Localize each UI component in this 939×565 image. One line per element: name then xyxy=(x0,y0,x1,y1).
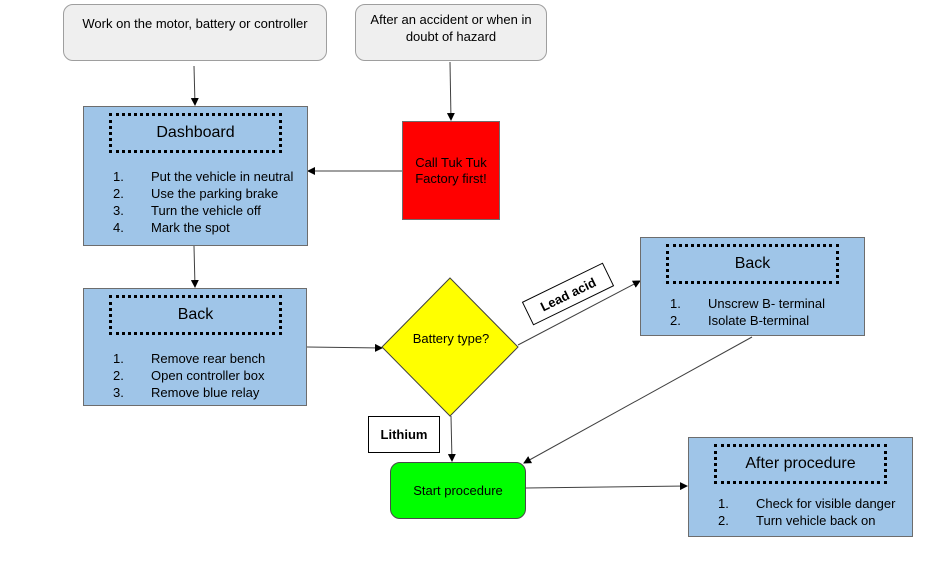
list-item: 3. Turn the vehicle off xyxy=(113,202,303,219)
list-item-number: 2. xyxy=(113,368,124,383)
arrow-decision-to-start xyxy=(447,415,456,462)
start-procedure-text: Start procedure xyxy=(413,483,503,498)
arrow-decision-to-back-right xyxy=(517,280,641,346)
list-item-text: Open controller box xyxy=(151,368,265,383)
list-item-number: 2. xyxy=(113,186,124,201)
start-box-work-text: Work on the motor, battery or controller xyxy=(82,16,308,31)
list-item: 4. Mark the spot xyxy=(113,219,303,236)
list-item-number: 2. xyxy=(718,513,729,528)
arrow-work-to-dashboard xyxy=(190,65,199,106)
list-item-text: Turn vehicle back on xyxy=(756,513,876,528)
back-left-title: Back xyxy=(109,295,282,335)
list-item-text: Remove blue relay xyxy=(151,385,260,400)
back-left-title-text: Back xyxy=(177,306,214,323)
list-item: 2. Use the parking brake xyxy=(113,185,303,202)
list-item: 1. Check for visible danger xyxy=(718,495,913,512)
list-item-number: 1. xyxy=(113,169,124,184)
back-right-box: Back 1. Unscrew B- terminal 2. Isolate B-t… xyxy=(640,237,865,336)
back-right-title-text: Back xyxy=(734,255,771,272)
call-factory-text: Call Tuk Tuk Factory first! xyxy=(415,154,487,186)
list-item-number: 3. xyxy=(113,203,124,218)
after-procedure-title-text: After procedure xyxy=(745,455,856,472)
list-item-text: Turn the vehicle off xyxy=(151,203,261,218)
list-item-number: 2. xyxy=(670,313,681,328)
decision-diamond xyxy=(381,277,519,417)
list-item: 1. Unscrew B- terminal xyxy=(670,295,860,312)
list-item-text: Use the parking brake xyxy=(151,186,279,201)
arrow-back-to-decision xyxy=(306,343,383,352)
list-item-text: Remove rear bench xyxy=(151,351,266,366)
start-procedure-box: Start procedure xyxy=(390,462,526,519)
list-item-text: Isolate B-terminal xyxy=(708,313,810,328)
dashboard-box: Dashboard 1. Put the vehicle in neutral 2… xyxy=(83,106,308,246)
list-item: 3. Remove blue relay xyxy=(113,384,303,401)
list-item-text: Put the vehicle in neutral xyxy=(151,169,294,184)
list-item: 2. Turn vehicle back on xyxy=(718,512,913,529)
after-procedure-title: After procedure xyxy=(714,444,887,484)
list-item-text: Check for visible danger xyxy=(756,496,896,511)
lithium-text: Lithium xyxy=(380,427,428,442)
back-right-title: Back xyxy=(666,244,839,284)
arrow-dashboard-to-back xyxy=(190,245,199,288)
arrow-back-right-to-start xyxy=(523,336,753,464)
list-item-number: 1. xyxy=(113,351,124,366)
decision-label: Battery type? xyxy=(412,330,490,347)
list-item: 1. Put the vehicle in neutral xyxy=(113,168,303,185)
arrow-accident-to-call xyxy=(446,61,455,121)
list-item: 2. Open controller box xyxy=(113,367,303,384)
call-factory-box: Call Tuk Tuk Factory first! xyxy=(402,121,500,220)
start-box-accident-text: After an accident or when in doubt of ha… xyxy=(370,11,532,44)
after-procedure-box: After procedure 1. Check for visible dang… xyxy=(688,437,913,537)
dashboard-title: Dashboard xyxy=(109,113,282,153)
start-box-work: Work on the motor, battery or controller xyxy=(63,4,327,61)
dashboard-steps: 1. Put the vehicle in neutral 2. Use the p… xyxy=(113,168,303,236)
arrow-start-to-after xyxy=(525,482,688,491)
list-item-text: Unscrew B- terminal xyxy=(708,296,826,311)
back-left-box: Back 1. Remove rear bench 2. Open controll… xyxy=(83,288,307,406)
list-item-number: 3. xyxy=(113,385,124,400)
list-item-number: 1. xyxy=(718,496,729,511)
start-box-accident: After an accident or when in doubt of ha… xyxy=(355,4,547,61)
back-right-steps: 1. Unscrew B- terminal 2. Isolate B-termin… xyxy=(670,295,860,329)
list-item-number: 4. xyxy=(113,220,124,235)
list-item-text: Mark the spot xyxy=(151,220,230,235)
list-item: 1. Remove rear bench xyxy=(113,350,303,367)
dashboard-title-text: Dashboard xyxy=(156,124,235,141)
lithium-tag: Lithium xyxy=(368,416,440,453)
after-procedure-steps: 1. Check for visible danger 2. Turn vehicl… xyxy=(718,495,913,529)
back-left-steps: 1. Remove rear bench 2. Open controller bo… xyxy=(113,350,303,401)
list-item: 2. Isolate B-terminal xyxy=(670,312,860,329)
decision-label-text: Battery type? xyxy=(412,331,490,346)
list-item-number: 1. xyxy=(670,296,681,311)
